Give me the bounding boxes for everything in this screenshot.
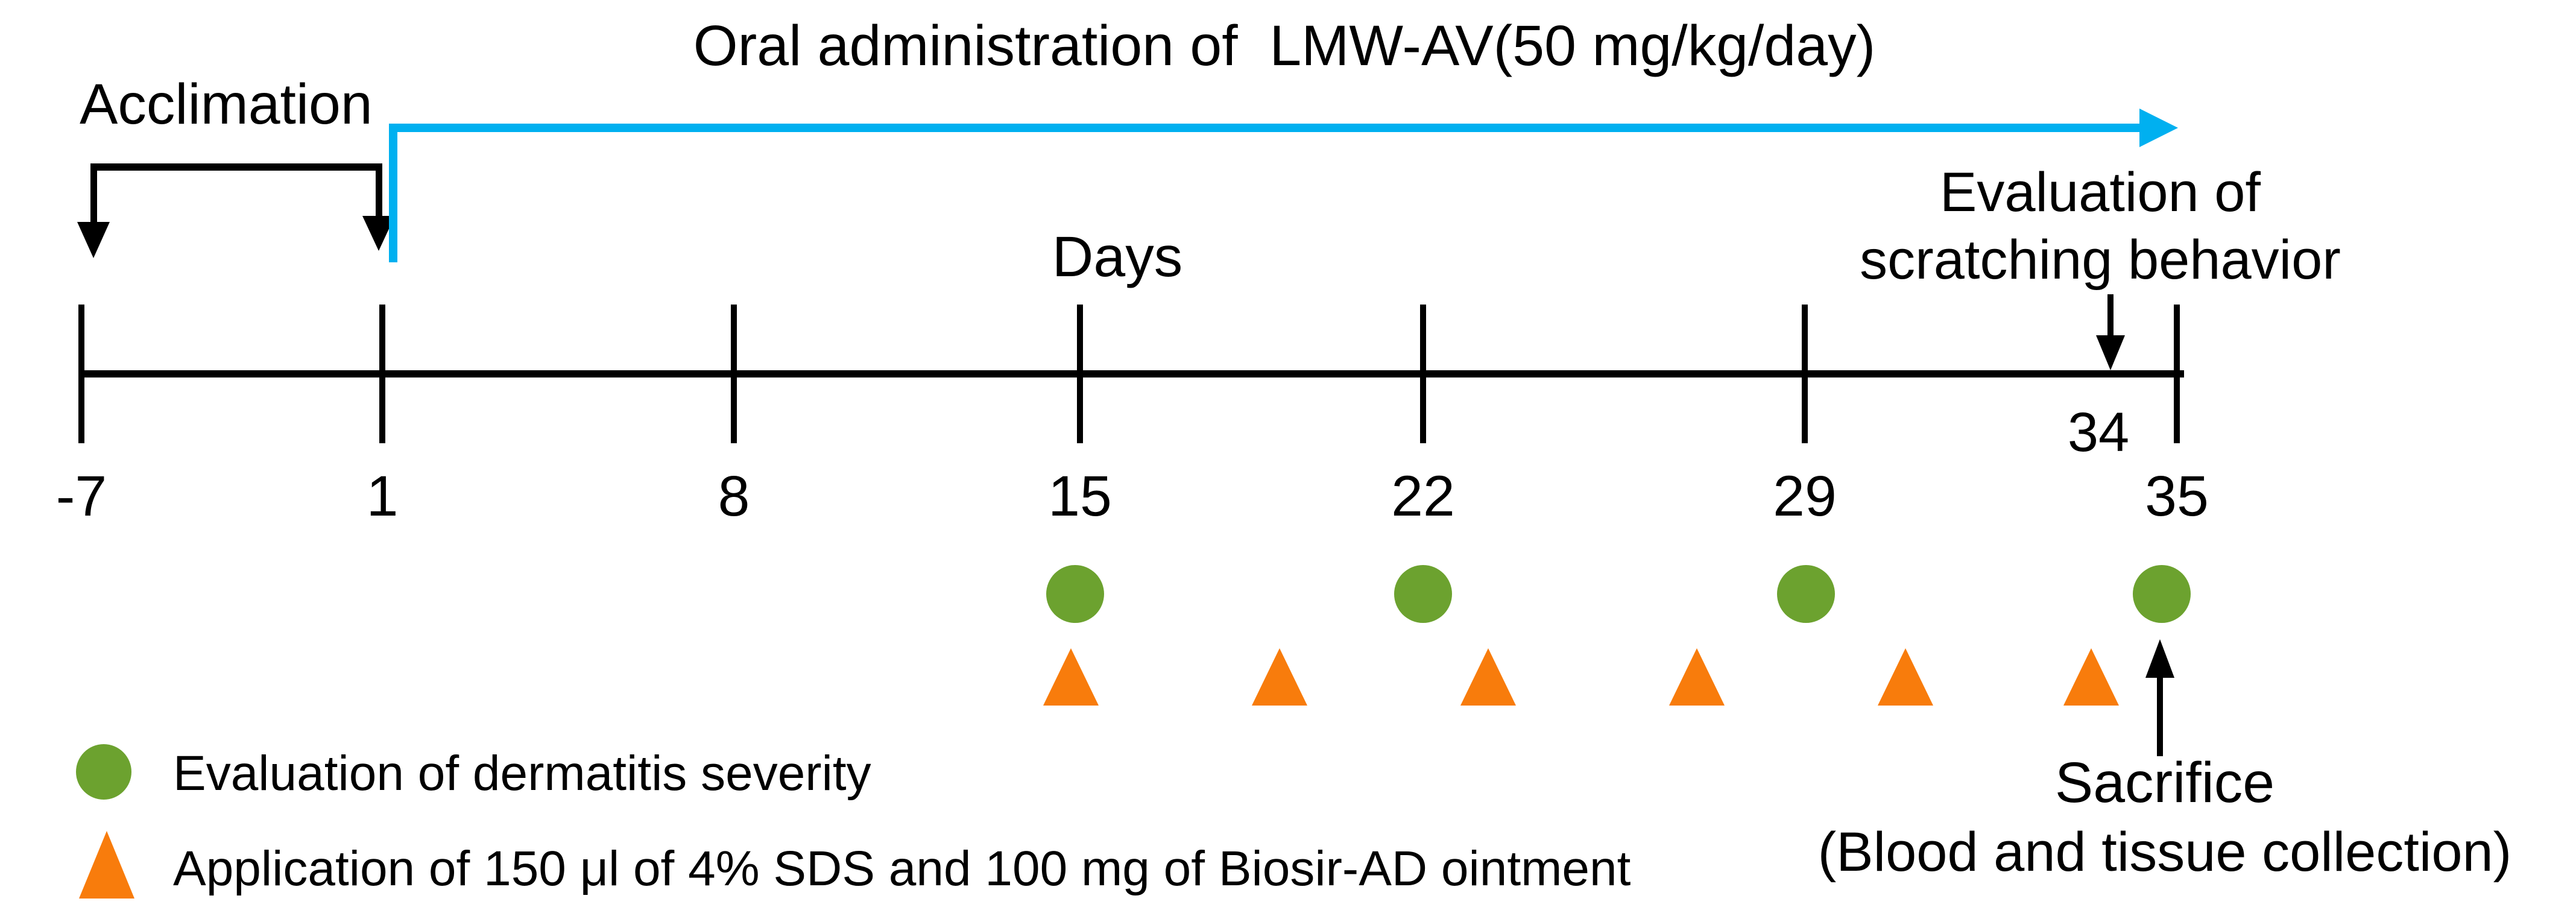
scratching-evaluation-annotation: Evaluation of scratching behavior 34 [1860,162,2341,463]
days-axis-label: Days [1052,225,1182,289]
sds-application-triangles [1043,648,2119,706]
tick-label-day-8: 8 [718,464,750,528]
tick-label-day--7: -7 [56,464,107,528]
scratching-evaluation-label-line2: scratching behavior [1860,229,2341,291]
tick-label-day-15: 15 [1048,464,1112,528]
sds-triangle-1 [1043,648,1099,706]
bracket-right-arrowhead-icon [362,216,395,251]
sacrifice-arrow-shaft [2157,674,2163,756]
sacrifice-label-line2: (Blood and tissue collection) [1818,821,2512,883]
bracket-right-arm [376,163,382,218]
tick-label-day-22: 22 [1391,464,1455,528]
legend-green-circle-icon [76,744,131,800]
dermatitis-evaluation-circles [1046,565,2191,623]
bracket-horizontal-line [90,163,382,171]
sds-triangle-2 [1252,648,1307,706]
dermatitis-circle-day-35 [2133,565,2191,623]
administration-arrowhead-icon [2139,109,2178,147]
legend-dermatitis-text: Evaluation of dermatitis severity [173,746,871,801]
tick-mark-day-35 [2174,305,2180,443]
day-34-label: 34 [2068,402,2129,463]
bracket-left-arrowhead-icon [77,222,110,258]
scratching-down-arrowhead-icon [2096,335,2125,370]
tick-mark-day--7 [78,305,84,443]
tick-mark-day-29 [1802,305,1808,443]
administration-arrow [389,109,2178,262]
tick-label-day-1: 1 [367,464,399,528]
sds-triangle-6 [2063,648,2119,706]
timeline-ticks: -7 1 8 15 22 29 35 [56,305,2209,528]
sds-triangle-5 [1878,648,1933,706]
timeline-axis-line [78,370,2184,377]
tick-label-day-29: 29 [1773,464,1837,528]
dermatitis-circle-day-29 [1777,565,1835,623]
dermatitis-circle-day-15 [1046,565,1104,623]
tick-mark-day-15 [1077,305,1083,443]
scratching-arrow-shaft [2107,294,2114,339]
tick-mark-day-8 [731,305,737,443]
sacrifice-annotation: Sacrifice (Blood and tissue collection) [1818,639,2512,883]
sds-triangle-3 [1460,648,1516,706]
sacrifice-up-arrowhead-icon [2145,639,2174,678]
tick-label-day-35: 35 [2145,464,2209,528]
acclimation-bracket [77,163,395,258]
acclimation-label: Acclimation [80,72,373,136]
oral-administration-title: Oral administration of LMW-AV(50 mg/kg/d… [693,14,1876,78]
legend: Evaluation of dermatitis severity Applic… [76,744,1631,899]
sacrifice-label-line1: Sacrifice [2055,751,2275,815]
tick-mark-day-1 [379,305,385,443]
dermatitis-circle-day-22 [1394,565,1452,623]
sds-triangle-4 [1669,648,1725,706]
legend-sds-application-text: Application of 150 μl of 4% SDS and 100 … [173,841,1631,896]
tick-mark-day-22 [1420,305,1426,443]
bracket-left-arm [90,163,97,224]
legend-orange-triangle-icon [79,831,134,899]
administration-arrow-line [389,124,2139,262]
scratching-evaluation-label-line1: Evaluation of [1940,162,2261,223]
